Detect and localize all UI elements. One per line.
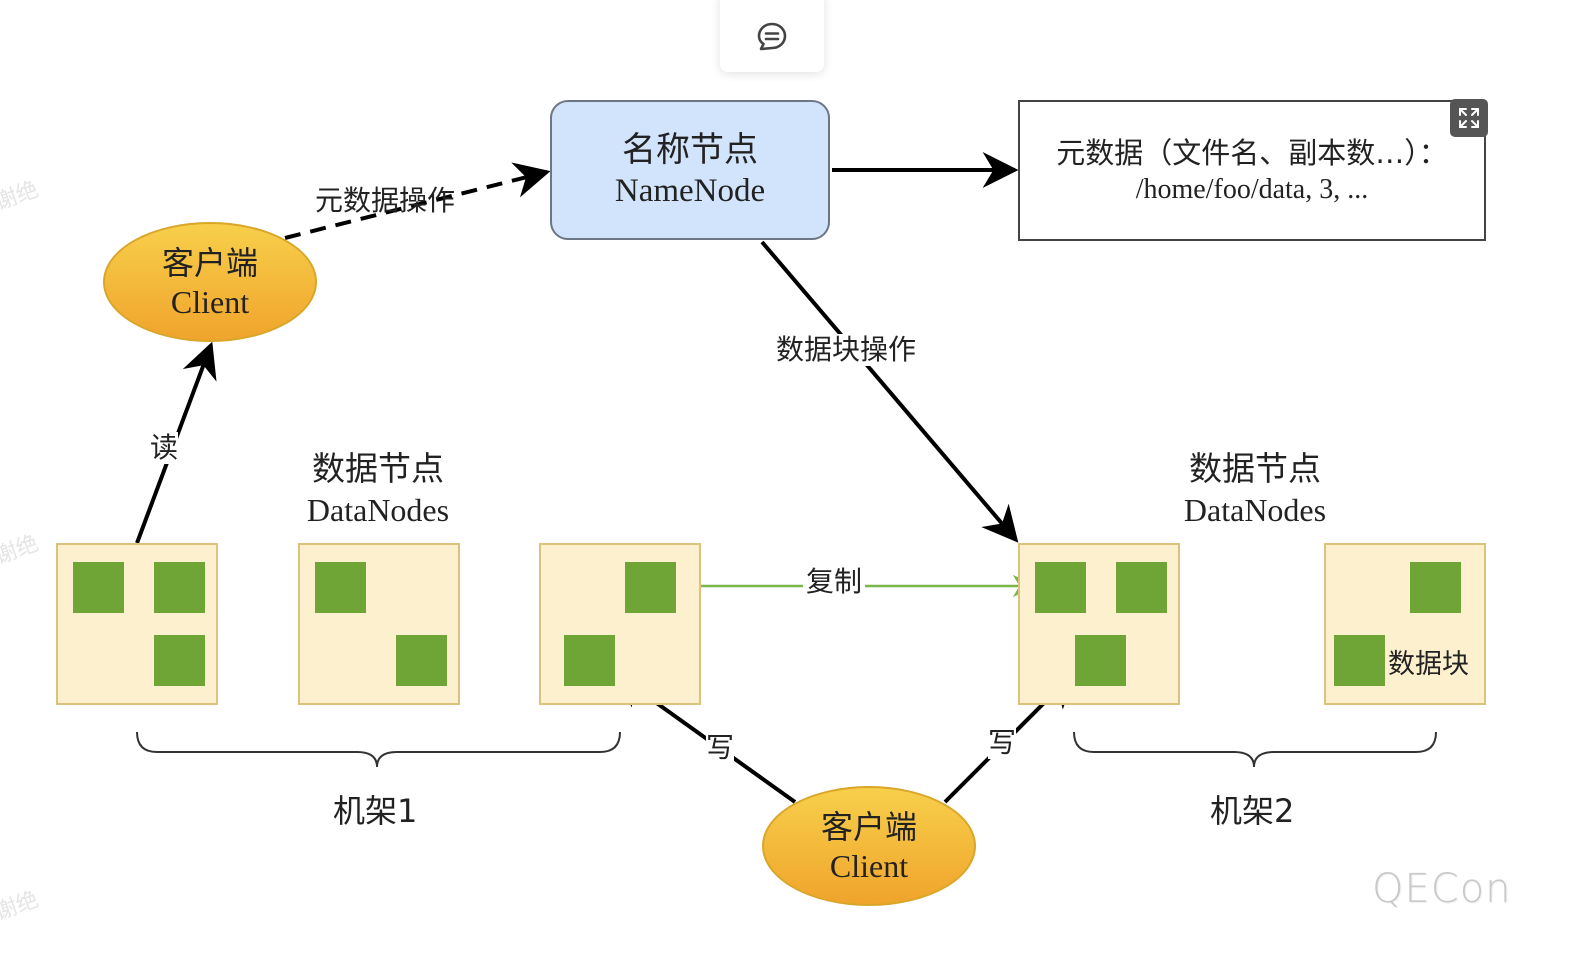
client-top-title-en: Client	[170, 284, 250, 320]
data-block	[1116, 562, 1167, 613]
client-top[interactable]: 客户端 Client	[103, 222, 317, 342]
client-bottom-title-en: Client	[829, 848, 909, 884]
data-block	[1334, 635, 1385, 686]
datanode-5[interactable]: 数据块	[1324, 543, 1486, 705]
rack1-label: 机架1	[333, 792, 418, 830]
metadata-box: 元数据（文件名、副本数…）： /home/foo/data, 3, ...	[1018, 100, 1486, 241]
data-block	[1035, 562, 1086, 613]
data-block	[73, 562, 124, 613]
client-bottom[interactable]: 客户端 Client	[762, 786, 976, 906]
expand-button[interactable]	[1450, 99, 1488, 137]
data-block	[1075, 635, 1126, 686]
datanodes-right-title-cn: 数据节点	[1189, 449, 1321, 488]
expand-fullscreen-icon	[1459, 108, 1479, 128]
datanode-2[interactable]	[298, 543, 460, 705]
client-top-title-cn: 客户端	[161, 244, 258, 282]
edge-label-read: 读	[150, 431, 179, 464]
datanode-1[interactable]	[56, 543, 218, 705]
edge-label-replicate: 复制	[803, 566, 866, 598]
rack2-label: 机架2	[1210, 792, 1295, 830]
datanodes-left-title-cn: 数据节点	[312, 449, 444, 488]
datanodes-right-title: 数据节点 DataNodes	[1155, 448, 1355, 530]
data-block	[315, 562, 366, 613]
datanodes-right-title-en: DataNodes	[1183, 492, 1327, 528]
edge-metadata-op	[284, 162, 551, 240]
metadata-line2: /home/foo/data, 3, ...	[1135, 173, 1369, 205]
edge-label-write-left: 写	[706, 731, 735, 764]
data-block	[1410, 562, 1461, 613]
edge-label-write-right: 写	[988, 726, 1017, 759]
rack1-brace	[136, 731, 621, 768]
namenode-title-cn: 名称节点	[622, 130, 758, 170]
data-block	[154, 635, 205, 686]
namenode-title-en: NameNode	[614, 173, 766, 209]
datanodes-left-title: 数据节点 DataNodes	[278, 448, 478, 530]
rack2-brace	[1073, 731, 1437, 768]
metadata-line1: 元数据（文件名、副本数…）：	[1056, 135, 1448, 170]
datanode-4[interactable]	[1018, 543, 1180, 705]
edge-label-block-op: 数据块操作	[776, 333, 917, 366]
data-block-label: 数据块	[1388, 649, 1469, 680]
edge-block-op	[760, 240, 1019, 543]
datanodes-left-title-en: DataNodes	[306, 492, 450, 528]
data-block	[154, 562, 205, 613]
comment-bubble-icon	[757, 22, 787, 51]
brand-logo: QECon	[1372, 866, 1512, 912]
comment-button[interactable]	[720, 0, 824, 72]
edge-label-metadata-op: 元数据操作	[315, 184, 456, 217]
namenode-box[interactable]: 名称节点 NameNode	[550, 100, 830, 240]
data-block	[625, 562, 676, 613]
datanode-3[interactable]	[539, 543, 701, 705]
client-bottom-title-cn: 客户端	[820, 808, 917, 846]
data-block	[564, 635, 615, 686]
data-block	[396, 635, 447, 686]
